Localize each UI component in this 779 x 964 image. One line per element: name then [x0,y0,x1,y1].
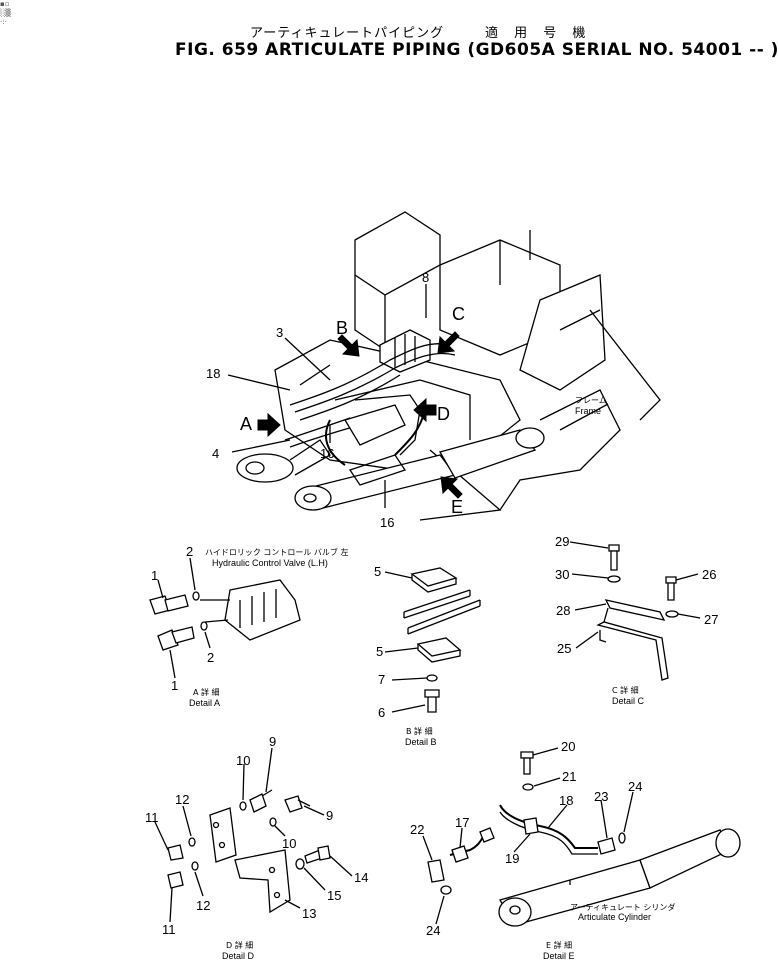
part-label: 11 [162,922,176,937]
view-arrow-a: A [240,414,252,434]
part-label: 7 [378,672,385,687]
part-label: 22 [410,822,424,837]
detail-e-caption-jp: E 詳 細 [546,940,572,950]
part-label: 3 [276,325,283,340]
detail-a-caption: Detail A [189,698,220,708]
part-label: 24 [628,779,642,794]
view-arrow-b: B [336,318,348,338]
scan-artifact: ▪▫░▒·:· [0,0,11,26]
title-jp-name: アーティキュレートパイピング [250,26,445,41]
cylinder-label: Articulate Cylinder [578,912,651,922]
part-label: 23 [594,789,608,804]
view-arrow-d: D [437,404,450,424]
part-label: 27 [704,612,718,627]
part-label: 5 [374,564,381,579]
view-arrow-c: C [452,304,465,324]
detail-b-drawing [384,567,481,713]
part-label: 2 [186,544,193,559]
part-label: 24 [426,923,440,938]
detail-a-drawing [149,557,301,679]
detail-c-caption: Detail C [612,696,645,706]
detail-c-drawing [569,541,701,681]
part-label: 30 [555,567,569,582]
part-label: 19 [505,851,519,866]
view-arrow-e: E [451,497,463,517]
part-label: 26 [702,567,716,582]
part-label: 5 [376,644,383,659]
detail-a-caption-jp: A 詳 細 [193,687,220,697]
detail-c-caption-jp: C 詳 細 [612,685,639,695]
part-label: 12 [196,898,210,913]
part-label: 16 [380,515,394,530]
part-label: 11 [145,810,159,825]
detail-d-caption-jp: D 詳 細 [226,940,253,950]
frame-label-jp: フレーム [575,396,607,405]
part-label: 28 [556,603,570,618]
detail-b-caption-jp: B 詳 細 [406,726,433,736]
main-assembly-view [227,211,661,521]
part-label: 9 [326,808,333,823]
part-label: 10 [236,753,250,768]
part-label: 6 [378,705,385,720]
part-label: 16 [320,446,334,461]
detail-a-jp-label: ハイドロリック コントロール バルブ 左 [205,547,348,557]
detail-e-caption: Detail E [543,951,575,961]
part-label: 14 [354,870,368,885]
parts-diagram: 8 3 18 4 16 16 A B C D E フレーム Frame 2 1 … [145,211,741,961]
part-label: 8 [422,270,429,285]
part-label: 21 [562,769,576,784]
part-label: 12 [175,792,189,807]
cylinder-label-jp: アーティキュレート シリンダ [570,902,675,912]
detail-a-label: Hydraulic Control Valve (L.H) [212,558,328,568]
part-label: 20 [561,739,575,754]
detail-d-caption: Detail D [222,951,255,961]
detail-b-caption: Detail B [405,737,437,747]
part-label: 1 [151,568,158,583]
title-jp-applicable: 適 用 号 機 [485,26,592,41]
part-label: 13 [302,906,316,921]
part-label: 25 [557,641,571,656]
part-label: 2 [207,650,214,665]
part-label: 29 [555,534,569,549]
part-label: 15 [327,888,341,903]
part-label: 17 [455,815,469,830]
part-label: 9 [269,734,276,749]
part-label: 1 [171,678,178,693]
frame-label: Frame [575,406,601,416]
detail-d-drawing [154,747,353,923]
figure-title: FIG. 659 ARTICULATE PIPING (GD605A SERIA… [175,40,779,60]
part-label: 4 [212,446,219,461]
detail-e-drawing [422,747,741,927]
part-label: 10 [282,836,296,851]
part-label: 18 [559,793,573,808]
part-label: 18 [206,366,220,381]
